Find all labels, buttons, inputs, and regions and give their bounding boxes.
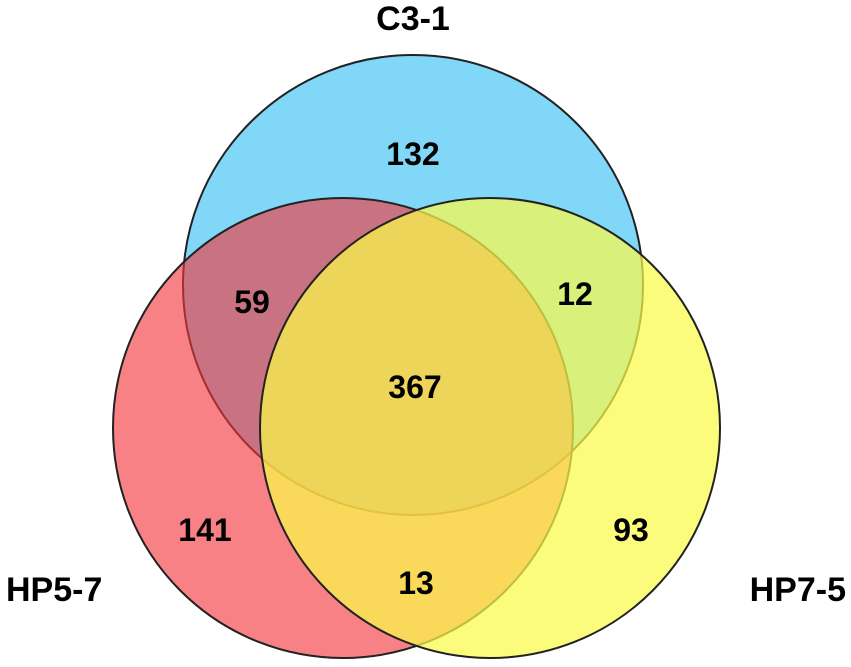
set-label-hp5-7: HP5-7	[6, 571, 102, 609]
count-c3-hp5-7: 59	[234, 284, 270, 320]
count-c3-hp7-5: 12	[557, 276, 593, 312]
count-hp7-5-only: 93	[613, 512, 649, 548]
venn-circles	[112, 54, 721, 659]
count-hp5-7-hp7-5: 13	[398, 565, 434, 601]
count-hp5-7-only: 141	[178, 512, 231, 548]
count-c3-only: 132	[386, 136, 439, 172]
circle-hp7-5	[259, 197, 721, 659]
set-label-c3-1: C3-1	[376, 0, 450, 38]
count-all-three: 367	[388, 369, 441, 405]
set-label-hp7-5: HP7-5	[750, 571, 846, 609]
